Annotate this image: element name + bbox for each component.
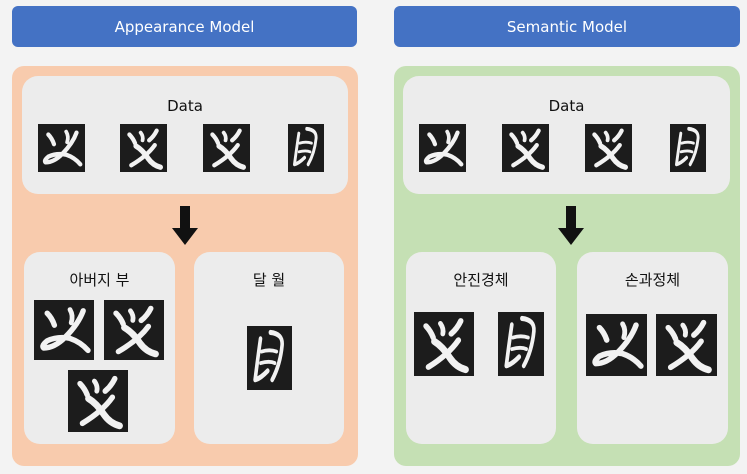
calligraphy-bu-cursive-image — [586, 314, 647, 376]
appearance-group-1-title: 아버지 부 — [69, 271, 130, 289]
appearance-model-header: Appearance Model — [12, 6, 357, 47]
appearance-group-1-box: 아버지 부 — [24, 252, 175, 444]
calligraphy-bu-regular-image — [656, 314, 717, 376]
semantic-model-header: Semantic Model — [394, 6, 740, 47]
calligraphy-bu-cursive-image — [419, 124, 466, 172]
calligraphy-wol-image — [247, 326, 292, 390]
semantic-data-title: Data — [548, 97, 585, 115]
calligraphy-wol-image — [288, 124, 324, 172]
calligraphy-bu-regular-image — [585, 124, 632, 172]
appearance-group-2-box: 달 월 — [194, 252, 344, 444]
calligraphy-bu-regular-image — [502, 124, 549, 172]
calligraphy-bu-regular-image — [120, 124, 167, 172]
calligraphy-bu-cursive-image — [34, 300, 94, 360]
appearance-data-title: Data — [167, 97, 203, 115]
calligraphy-bu-regular-image — [203, 124, 250, 172]
semantic-model-panel: Data 안진경체 손과정체 — [394, 66, 740, 466]
semantic-data-box: Data — [403, 76, 730, 194]
calligraphy-bu-cursive-image — [38, 124, 85, 172]
appearance-model-panel: Data 아버지 부 달 월 — [12, 66, 358, 466]
appearance-group-2-title: 달 월 — [252, 271, 286, 289]
semantic-group-1-box: 안진경체 — [406, 252, 556, 444]
appearance-data-box: Data — [22, 76, 348, 194]
calligraphy-bu-regular-image — [414, 312, 474, 376]
calligraphy-bu-regular-image — [68, 370, 128, 432]
semantic-group-1-title: 안진경체 — [453, 271, 509, 289]
down-arrow-icon — [171, 206, 199, 246]
down-arrow-icon — [557, 206, 585, 246]
semantic-group-2-box: 손과정체 — [577, 252, 728, 444]
semantic-group-2-title: 손과정체 — [624, 271, 681, 289]
calligraphy-wol-image — [498, 312, 544, 376]
calligraphy-bu-regular-image — [104, 300, 164, 360]
calligraphy-wol-image — [670, 124, 706, 172]
